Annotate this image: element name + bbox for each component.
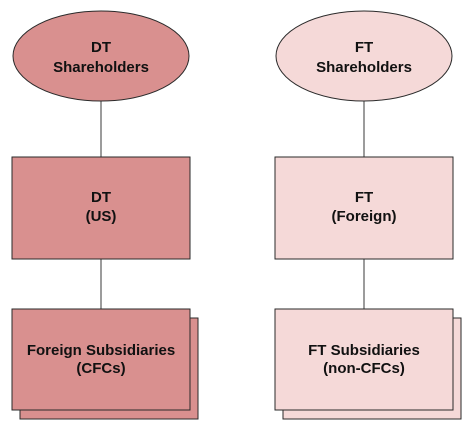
ft-company-line2: (Foreign) (332, 208, 397, 225)
ft-shareholders-line2: Shareholders (316, 59, 412, 76)
ft-shareholders-node: FT Shareholders (275, 10, 453, 102)
ft-subsidiaries-node: FT Subsidiaries (non-CFCs) (274, 308, 462, 420)
dt-subsidiaries-shape (11, 308, 191, 411)
dt-subsidiaries-line2: (CFCs) (76, 360, 125, 377)
dt-shareholders-node: DT Shareholders (12, 10, 190, 102)
dt-company-line1: DT (91, 189, 111, 206)
dt-shareholders-line2: Shareholders (53, 59, 149, 76)
ft-column: FT Shareholders FT (Foreign) FT Subsidia… (274, 10, 462, 420)
ft-company-line1: FT (355, 189, 373, 206)
ft-subsidiaries-shape (274, 308, 454, 411)
ft-company-shape (274, 156, 454, 260)
dt-shareholders-line1: DT (91, 39, 111, 56)
dt-subsidiaries-line1: Foreign Subsidiaries (27, 342, 175, 359)
dt-company-node: DT (US) (11, 156, 191, 260)
dt-company-shape (11, 156, 191, 260)
ft-subsidiaries-line1: FT Subsidiaries (308, 342, 420, 359)
ft-shareholders-line1: FT (355, 39, 373, 56)
dt-subsidiaries-node: Foreign Subsidiaries (CFCs) (11, 308, 199, 420)
ft-company-node: FT (Foreign) (274, 156, 454, 260)
ft-subsidiaries-line2: (non-CFCs) (323, 360, 405, 377)
dt-company-line2: (US) (86, 208, 117, 225)
dt-column: DT Shareholders DT (US) Foreign Subsidia… (11, 10, 199, 420)
dt-shareholders-shape (12, 10, 190, 102)
ft-shareholders-shape (275, 10, 453, 102)
